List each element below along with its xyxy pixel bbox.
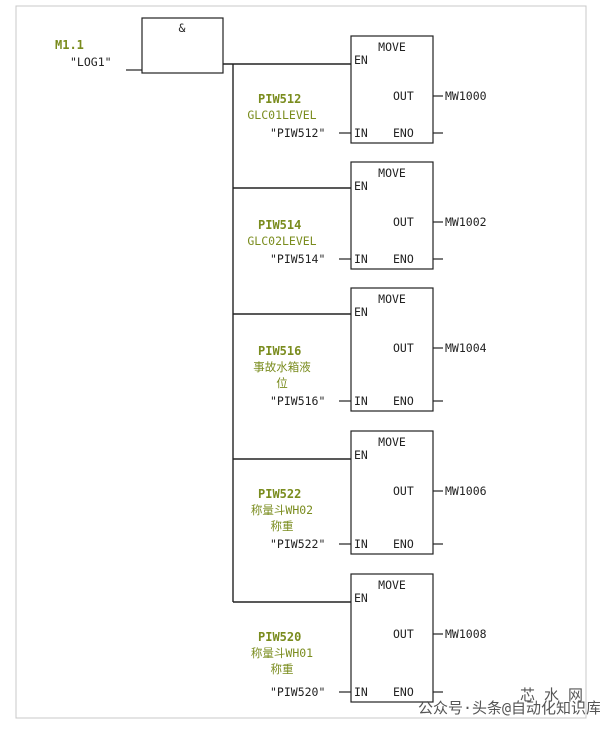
in-value: "PIW520" bbox=[270, 685, 325, 699]
out-value: MW1000 bbox=[445, 89, 487, 103]
diagram-border bbox=[15, 5, 587, 719]
eno-pin-label: ENO bbox=[393, 394, 414, 408]
out-pin-label: OUT bbox=[393, 215, 414, 229]
input-address: PIW516 bbox=[258, 344, 301, 358]
en-pin-label: EN bbox=[354, 305, 368, 319]
move-block: MOVE EN OUT IN ENO MW1006 PIW522 称量斗WH02 称重 "PIW5… bbox=[251, 430, 487, 555]
input-symbol: GLC02LEVEL bbox=[247, 234, 316, 248]
move-title: MOVE bbox=[378, 40, 406, 54]
move-title: MOVE bbox=[378, 292, 406, 306]
input-address: PIW512 bbox=[258, 92, 301, 106]
move-box bbox=[350, 35, 434, 144]
input-symbol: GLC01LEVEL bbox=[247, 108, 316, 122]
move-title: MOVE bbox=[378, 166, 406, 180]
input-address: PIW522 bbox=[258, 487, 301, 501]
in-pin-label: IN bbox=[354, 685, 368, 699]
eno-pin-label: ENO bbox=[393, 126, 414, 140]
input-symbol: 称重 bbox=[271, 662, 294, 676]
watermark-text: 公众号·头条@自动化知识库 bbox=[418, 699, 600, 717]
in-pin-label: IN bbox=[354, 126, 368, 140]
input-address: PIW514 bbox=[258, 218, 301, 232]
move-block: MOVE EN OUT IN ENO MW1008 PIW520 称量斗WH01 称重 "PIW5… bbox=[251, 573, 487, 703]
in-pin-label: IN bbox=[354, 537, 368, 551]
input-symbol: 称重 bbox=[271, 519, 294, 533]
in-pin-label: IN bbox=[354, 252, 368, 266]
in-value: "PIW512" bbox=[270, 126, 325, 140]
eno-pin-label: ENO bbox=[393, 252, 414, 266]
input-symbol: 称量斗WH02 bbox=[251, 503, 313, 517]
move-box bbox=[350, 430, 434, 555]
out-value: MW1002 bbox=[445, 215, 487, 229]
en-pin-label: EN bbox=[354, 179, 368, 193]
input-symbol: 位 bbox=[276, 376, 288, 390]
out-value: MW1006 bbox=[445, 484, 487, 498]
eno-pin-label: ENO bbox=[393, 537, 414, 551]
move-box bbox=[350, 287, 434, 412]
move-box bbox=[350, 573, 434, 703]
input-symbol: 事故水箱液 bbox=[253, 360, 311, 374]
and-box bbox=[141, 17, 224, 74]
input-symbol: 称量斗WH01 bbox=[251, 646, 313, 660]
move-box bbox=[350, 161, 434, 270]
en-pin-label: EN bbox=[354, 53, 368, 67]
in-value: "PIW522" bbox=[270, 537, 325, 551]
en-pin-label: EN bbox=[354, 591, 368, 605]
watermark-brand: 芯 水 网 bbox=[520, 686, 583, 704]
and-label: & bbox=[179, 21, 186, 35]
in-value: "PIW516" bbox=[270, 394, 325, 408]
out-pin-label: OUT bbox=[393, 627, 414, 641]
input-symbol: "LOG1" bbox=[70, 55, 112, 69]
move-title: MOVE bbox=[378, 435, 406, 449]
eno-pin-label: ENO bbox=[393, 685, 414, 699]
input-address: PIW520 bbox=[258, 630, 301, 644]
en-pin-label: EN bbox=[354, 448, 368, 462]
out-value: MW1008 bbox=[445, 627, 487, 641]
out-pin-label: OUT bbox=[393, 341, 414, 355]
in-pin-label: IN bbox=[354, 394, 368, 408]
out-value: MW1004 bbox=[445, 341, 487, 355]
move-title: MOVE bbox=[378, 578, 406, 592]
out-pin-label: OUT bbox=[393, 484, 414, 498]
input-address: M1.1 bbox=[55, 38, 84, 52]
in-value: "PIW514" bbox=[270, 252, 325, 266]
out-pin-label: OUT bbox=[393, 89, 414, 103]
